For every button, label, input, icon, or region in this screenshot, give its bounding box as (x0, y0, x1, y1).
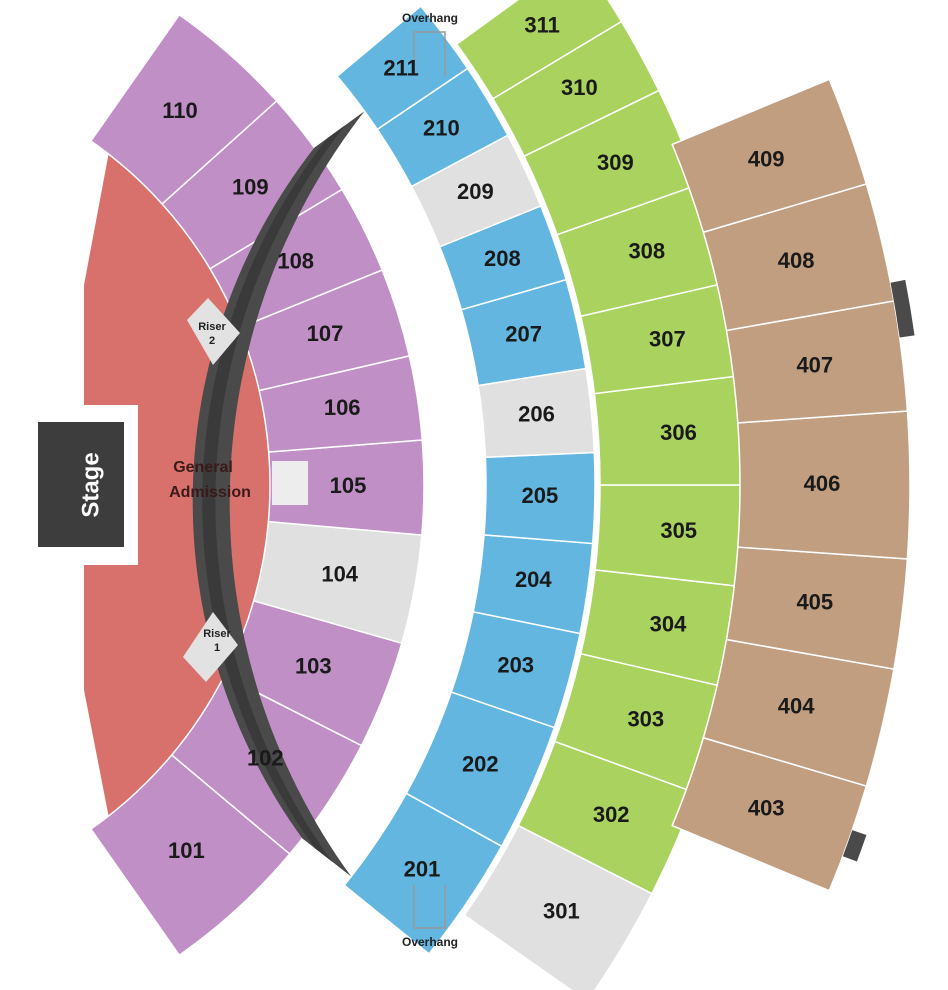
section-204[interactable] (472, 534, 594, 635)
section-302-label: 302 (593, 802, 630, 827)
section-204-label: 204 (515, 567, 552, 592)
section-308-label: 308 (628, 239, 665, 264)
riser-1-label-line1: Riser (203, 628, 231, 640)
section-104[interactable] (252, 520, 423, 645)
section-106[interactable] (258, 354, 424, 453)
section-208[interactable] (438, 204, 568, 311)
section-304-label: 304 (650, 611, 687, 636)
section-104-label: 104 (321, 562, 358, 587)
section-309-label: 309 (597, 150, 634, 175)
stage (38, 422, 124, 547)
section-105-label: 105 (330, 473, 367, 498)
riser-1-label-line2: 1 (214, 642, 220, 654)
section-201[interactable] (343, 792, 503, 955)
section-303-label: 303 (627, 707, 664, 732)
section-403[interactable] (671, 736, 868, 892)
riser-1[interactable]: Riser 1 (183, 612, 238, 682)
section-209-label: 209 (457, 179, 494, 204)
section-202-label: 202 (462, 751, 499, 776)
section-310[interactable] (491, 20, 660, 158)
general-admission-label-line2: Admission (169, 484, 251, 501)
section-306-label: 306 (660, 420, 697, 445)
stage-label: Stage (77, 452, 104, 517)
floor-mixer-box (272, 461, 308, 505)
section-labels: 101 102 103 104 105 106 107 108 109 110 201 202 203 2… (162, 13, 840, 924)
section-301-label: 301 (543, 898, 580, 923)
section-206-label: 206 (518, 402, 555, 427)
walkways (192, 111, 915, 877)
section-207-label: 207 (505, 322, 542, 347)
overhang-bottom-marker (413, 885, 446, 929)
section-403-label: 403 (748, 795, 785, 820)
section-404[interactable] (702, 638, 895, 787)
section-409[interactable] (671, 78, 868, 234)
section-203[interactable] (450, 610, 581, 729)
section-407[interactable] (725, 300, 909, 424)
section-406[interactable] (737, 410, 911, 560)
section-210[interactable] (376, 67, 509, 188)
section-211[interactable] (336, 5, 469, 131)
section-408[interactable] (702, 183, 895, 332)
section-409-label: 409 (748, 146, 785, 171)
section-106-label: 106 (324, 395, 361, 420)
section-407-label: 407 (796, 352, 833, 377)
section-108-label: 108 (277, 249, 314, 274)
section-206[interactable] (477, 367, 596, 459)
section-103[interactable] (223, 599, 403, 747)
section-210-label: 210 (423, 115, 460, 140)
section-207[interactable] (460, 278, 587, 387)
riser-2-label-line1: Riser (198, 321, 226, 333)
overhang-top-label: Overhang (402, 11, 458, 25)
section-202[interactable] (405, 691, 556, 848)
section-110-label: 110 (162, 98, 198, 123)
section-101[interactable] (89, 753, 291, 957)
section-405[interactable] (725, 546, 909, 670)
section-205[interactable] (483, 451, 596, 545)
section-205-label: 205 (522, 483, 559, 508)
section-101-label: 101 (168, 838, 205, 863)
overhang-top-marker (413, 31, 446, 76)
section-311[interactable] (455, 0, 623, 100)
section-309[interactable] (523, 89, 700, 236)
section-406-label: 406 (804, 471, 841, 496)
general-admission-label-line1: General (173, 459, 233, 476)
section-301[interactable] (463, 824, 653, 990)
section-209[interactable] (410, 134, 542, 248)
section-310-label: 310 (561, 75, 598, 100)
section-201-label: 201 (404, 857, 441, 882)
section-203-label: 203 (497, 652, 534, 677)
riser-2-label-line2: 2 (209, 335, 215, 347)
section-211-label: 211 (383, 56, 419, 81)
section-110[interactable] (89, 13, 278, 206)
section-103-label: 103 (295, 653, 332, 678)
overhang-bottom-label: Overhang (402, 935, 458, 949)
section-404-label: 404 (778, 694, 815, 719)
section-109-label: 109 (232, 175, 269, 200)
section-307-label: 307 (649, 327, 686, 352)
section-208-label: 208 (484, 246, 521, 271)
section-102-label: 102 (247, 746, 284, 771)
section-305-label: 305 (660, 518, 697, 543)
section-408-label: 408 (778, 248, 815, 273)
section-107-label: 107 (307, 321, 344, 346)
section-311-label: 311 (524, 13, 560, 38)
section-405-label: 405 (796, 589, 833, 614)
riser-2[interactable]: Riser 2 (187, 298, 240, 365)
